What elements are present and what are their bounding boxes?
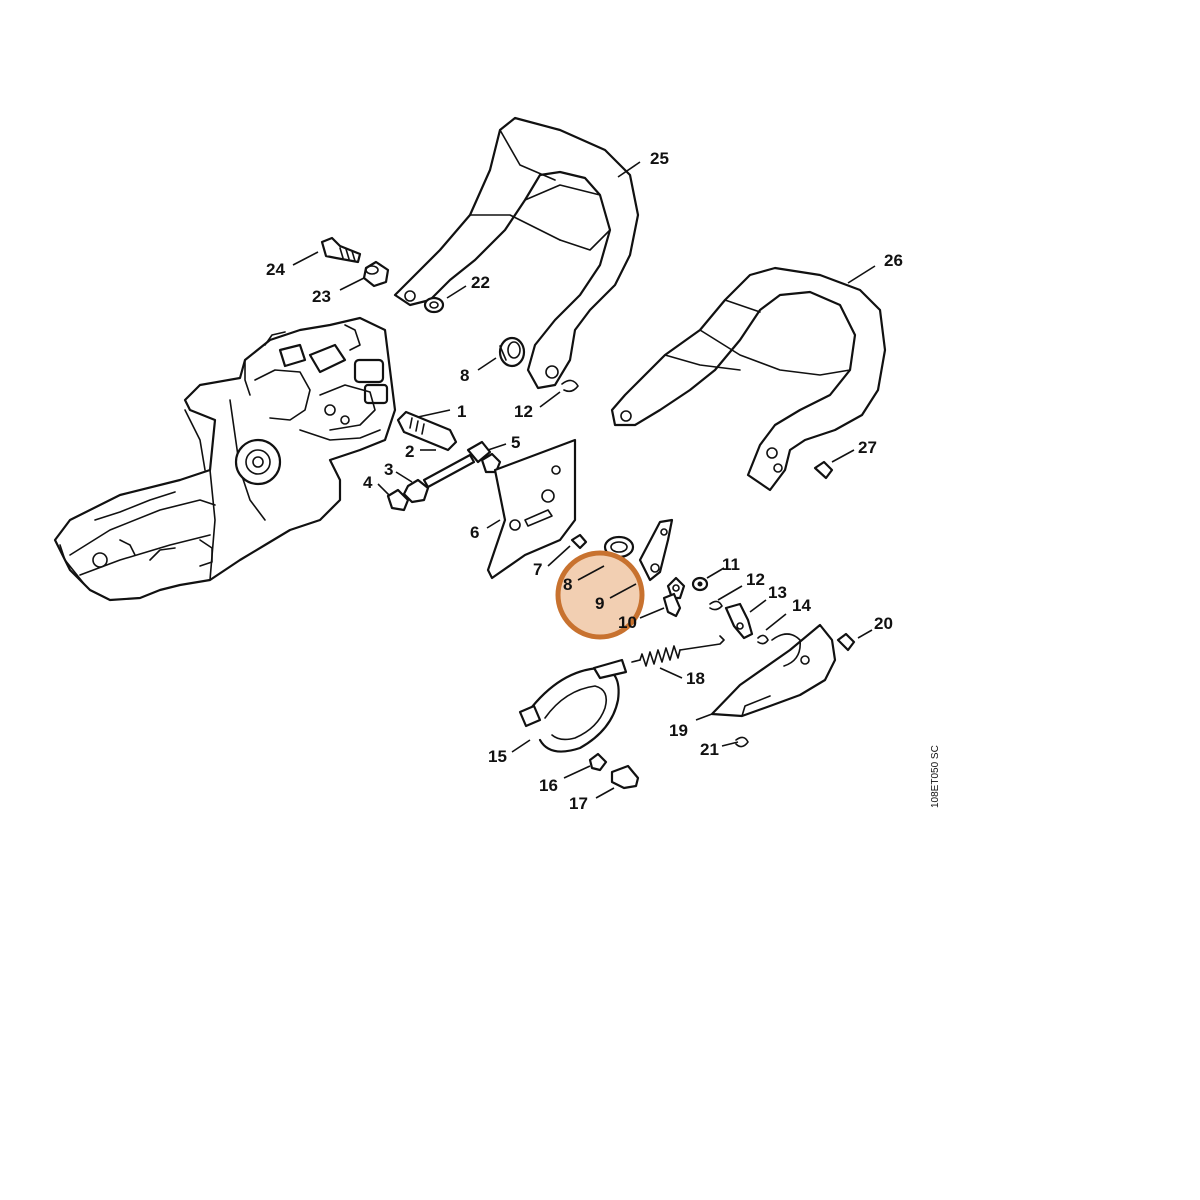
nut-5 (480, 452, 502, 474)
callout-9: 9 (595, 594, 604, 613)
callout-8-upper: 8 (460, 366, 469, 385)
leader-lines (292, 161, 876, 799)
clip-12-upper (561, 379, 579, 393)
callout-25: 25 (650, 149, 669, 168)
bell-crank-13 (724, 602, 754, 640)
cover-plate-6 (486, 438, 577, 580)
callout-15: 15 (488, 747, 507, 766)
callout-22: 22 (471, 273, 490, 292)
tension-spring-18 (631, 635, 725, 667)
callout-17: 17 (569, 794, 588, 813)
e-clip-14 (757, 634, 769, 645)
screw-24 (320, 236, 362, 264)
brake-band-15 (518, 658, 628, 753)
screw-17 (610, 764, 640, 790)
clip-12-lower (709, 600, 723, 611)
brake-lever (638, 518, 674, 582)
screw-7 (570, 533, 588, 550)
washer-11 (691, 576, 709, 592)
callout-14: 14 (792, 596, 811, 615)
clip-21 (735, 736, 749, 748)
callout-12-upper: 12 (514, 402, 533, 421)
callout-labels: 1 2 3 4 5 6 7 8 8 9 10 11 12 12 13 14 15… (266, 149, 903, 813)
screw-16 (588, 752, 608, 772)
engine-housing (53, 316, 397, 602)
plug-4 (386, 488, 410, 512)
screw-27 (813, 460, 834, 480)
callout-1: 1 (457, 402, 466, 421)
callout-19: 19 (669, 721, 688, 740)
callout-27: 27 (858, 438, 877, 457)
sleeve-23 (362, 260, 390, 288)
callout-26: 26 (884, 251, 903, 270)
callout-12-lower: 12 (746, 570, 765, 589)
callout-20: 20 (874, 614, 893, 633)
callout-11: 11 (722, 555, 740, 574)
callout-5: 5 (511, 433, 520, 452)
nut-3 (402, 478, 430, 504)
callout-24: 24 (266, 260, 285, 279)
callout-10: 10 (618, 613, 637, 632)
front-handle-upper (393, 116, 640, 390)
adjusting-screw-2 (422, 440, 492, 489)
callout-4: 4 (363, 473, 373, 492)
callout-7: 7 (533, 560, 542, 579)
callout-18: 18 (686, 669, 705, 688)
callout-6: 6 (470, 523, 479, 542)
callout-21: 21 (700, 740, 719, 759)
callout-23: 23 (312, 287, 331, 306)
highlight-marker (555, 550, 645, 640)
brake-housing-19 (710, 623, 837, 718)
spring-ring-8-lower (603, 535, 635, 559)
bushing-8-upper (498, 336, 526, 368)
callout-8-lower: 8 (563, 575, 572, 594)
callout-16: 16 (539, 776, 558, 795)
hand-guard (610, 266, 887, 492)
reference-code: 108ET050 SC (930, 745, 941, 808)
stud-1 (396, 410, 458, 452)
pin-10 (662, 592, 682, 618)
screw-20 (836, 632, 856, 652)
callout-3: 3 (384, 460, 393, 479)
washer-22 (423, 296, 445, 314)
callout-2: 2 (405, 442, 414, 461)
callout-13: 13 (768, 583, 787, 602)
